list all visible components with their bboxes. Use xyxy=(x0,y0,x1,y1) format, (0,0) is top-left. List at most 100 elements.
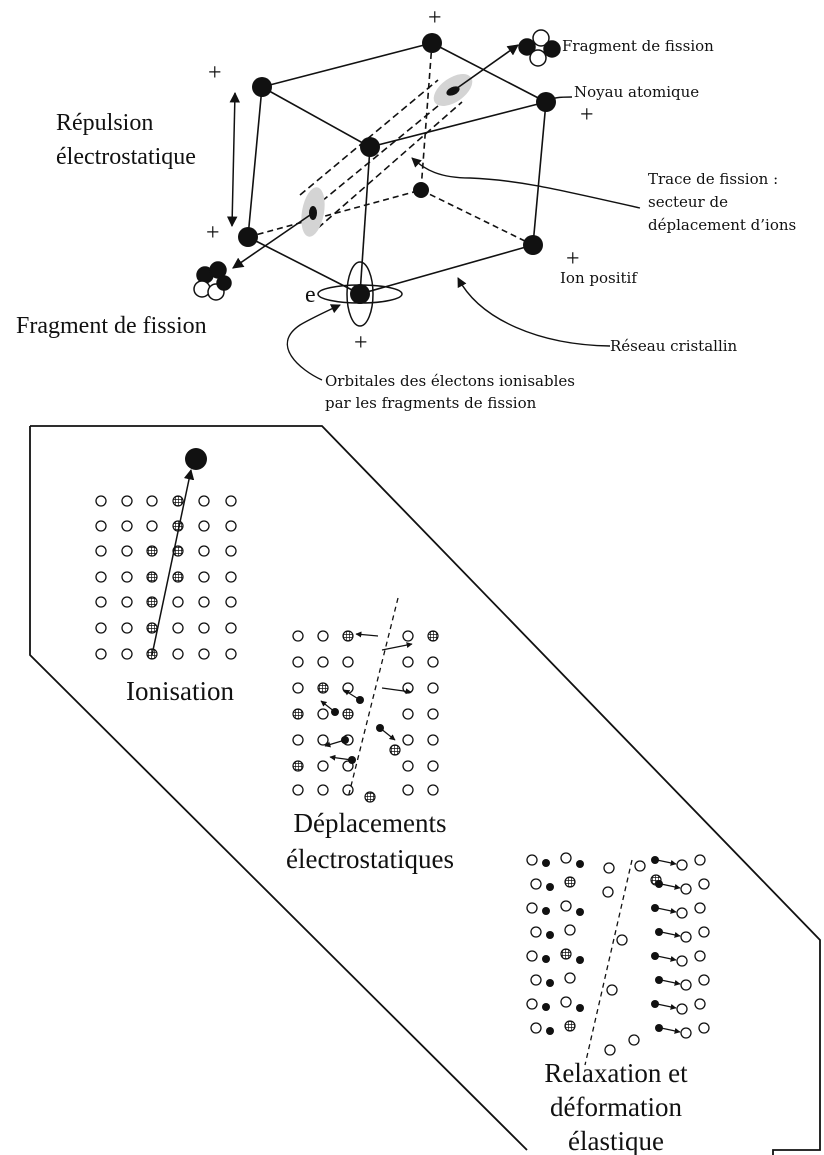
lattice-atom xyxy=(526,950,538,962)
stage-panel-frame xyxy=(30,425,821,1155)
lattice-atom xyxy=(402,630,414,642)
lattice-atom xyxy=(146,495,158,507)
lattice-atom xyxy=(680,1027,692,1039)
lattice-atom xyxy=(564,924,576,936)
electron-label: e xyxy=(305,282,316,308)
displaced-ion xyxy=(576,1004,584,1012)
lattice-atom xyxy=(694,950,706,962)
lattice-atom xyxy=(198,648,210,660)
displaced-ion xyxy=(546,979,554,987)
lattice-atom xyxy=(292,630,304,642)
repulsion-label-line2: électrostatique xyxy=(56,144,196,170)
lattice-node xyxy=(413,182,429,198)
lattice-atom xyxy=(121,571,133,583)
fission-fragment-label-top: Fragment de fission xyxy=(562,37,714,55)
stage-ionisation-label: Ionisation xyxy=(126,676,234,706)
displaced-ion xyxy=(651,856,659,864)
lattice-atom xyxy=(427,734,439,746)
repulsion-label-line1: Répulsion xyxy=(56,110,153,136)
displacement-arrow xyxy=(660,979,681,986)
lattice-atom xyxy=(198,571,210,583)
lattice-atom xyxy=(402,734,414,746)
displacement-arrow xyxy=(660,931,681,938)
displacement-arrow xyxy=(381,642,413,651)
ionised-atom xyxy=(427,630,439,642)
plus-sign: + xyxy=(428,5,442,31)
lattice-atom xyxy=(172,622,184,634)
displacement-arrow xyxy=(656,1003,677,1010)
lattice-atom xyxy=(95,596,107,608)
lattice-atom xyxy=(602,886,614,898)
lattice-atom xyxy=(698,926,710,938)
relaxation-grid xyxy=(526,852,710,1056)
lattice-atom xyxy=(317,656,329,668)
lattice-atom xyxy=(427,760,439,772)
ionisation-grid xyxy=(95,495,237,660)
stage-displacements-label-line1: Déplacements xyxy=(294,808,447,838)
leader-lines xyxy=(286,96,641,381)
lattice-atom xyxy=(292,784,304,796)
lattice-atom xyxy=(121,495,133,507)
lattice-atom xyxy=(146,520,158,532)
fission-track-dashed xyxy=(347,597,399,799)
lattice-atom xyxy=(95,571,107,583)
lattice-atom xyxy=(680,979,692,991)
ionised-atom xyxy=(564,876,576,888)
displacement-grid xyxy=(292,630,439,803)
displaced-ion xyxy=(651,1000,659,1008)
displaced-ion xyxy=(546,931,554,939)
ionised-atom xyxy=(650,874,662,886)
fission-track-dashed xyxy=(584,859,633,1066)
lattice-atom xyxy=(616,934,628,946)
lattice-nodes xyxy=(238,33,556,304)
lattice-atom xyxy=(317,708,329,720)
displacement-arrow xyxy=(656,907,677,914)
ionised-atom xyxy=(292,760,304,772)
lattice-atom xyxy=(342,784,354,796)
lattice-atom xyxy=(427,656,439,668)
lattice-atom xyxy=(172,596,184,608)
lattice-atom xyxy=(680,883,692,895)
lattice-atom xyxy=(560,900,572,912)
lattice-atom xyxy=(317,784,329,796)
lattice-atom xyxy=(198,545,210,557)
displacement-arrow xyxy=(320,700,336,713)
displaced-ion xyxy=(542,1003,550,1011)
lattice-atom xyxy=(402,708,414,720)
ionised-atom xyxy=(564,1020,576,1032)
displacement-arrow xyxy=(329,754,353,761)
lattice-atom xyxy=(95,520,107,532)
lattice-node xyxy=(360,137,380,157)
fission-fragment-label-bottom: Fragment de fission xyxy=(16,313,207,339)
lattice-atom xyxy=(698,974,710,986)
lattice-atom xyxy=(172,648,184,660)
displacement-arrow xyxy=(355,631,379,638)
lattice-node xyxy=(238,227,258,247)
lattice-atom xyxy=(427,784,439,796)
crystal-lattice-cube xyxy=(247,42,547,295)
lattice-atom xyxy=(564,972,576,984)
lattice-atom xyxy=(198,495,210,507)
lattice-atom xyxy=(95,545,107,557)
stage-relaxation-label-line1: Relaxation et xyxy=(544,1058,688,1088)
displaced-ion xyxy=(546,883,554,891)
displaced-ion xyxy=(576,956,584,964)
fragment-trajectory-down xyxy=(232,212,314,269)
orbitals-label-line1: Orbitales des électons ionisables xyxy=(325,372,575,390)
lattice-atom xyxy=(694,902,706,914)
stage-relaxation-label-line3: élastique xyxy=(568,1126,664,1155)
lattice-atom xyxy=(317,734,329,746)
ionised-atom xyxy=(389,744,401,756)
fragment-trajectory-up xyxy=(452,44,519,92)
lattice-atom xyxy=(121,648,133,660)
lattice-atom xyxy=(676,1003,688,1015)
lattice-atom xyxy=(95,622,107,634)
displacement-arrow xyxy=(379,727,396,741)
lattice-atom xyxy=(634,860,646,872)
displacement-arrow xyxy=(656,955,677,962)
lattice-atom xyxy=(526,854,538,866)
lattice-atom xyxy=(292,656,304,668)
ionised-atom xyxy=(342,630,354,642)
lattice-atom xyxy=(560,852,572,864)
plus-sign: + xyxy=(206,220,220,246)
